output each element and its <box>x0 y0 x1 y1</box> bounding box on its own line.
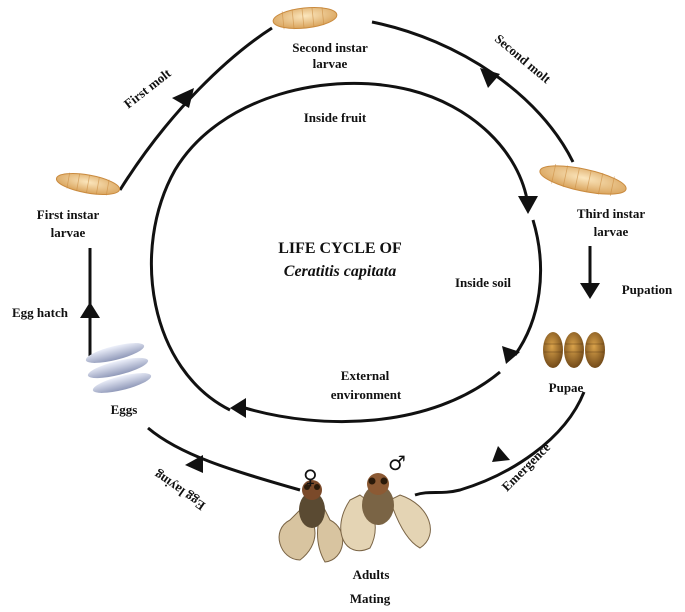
adults-label: Adults <box>353 567 390 582</box>
arrow-egg-laying <box>185 455 203 473</box>
larva-icon <box>539 163 627 197</box>
larva-icon <box>272 7 338 30</box>
arc-adults-to-eggs <box>147 426 301 492</box>
inner-arc-external <box>244 370 501 423</box>
pupation-label: Pupation <box>622 282 673 297</box>
arc-second-to-third <box>371 20 575 163</box>
inner-arrows <box>230 196 538 418</box>
mating-label: Mating <box>350 591 391 606</box>
arrow-second-molt <box>480 68 500 88</box>
larva-icon <box>55 172 121 196</box>
external-label-1: External <box>341 368 390 383</box>
external-label-2: environment <box>331 387 402 402</box>
eggs-label: Eggs <box>111 402 138 417</box>
arrow-external <box>230 398 246 418</box>
third-instar-label-1: Third instar <box>577 206 645 221</box>
arrow-first-molt <box>172 88 194 108</box>
female-symbol: ♀ <box>303 465 318 489</box>
arrow-inside-soil <box>502 346 520 364</box>
title-line1: LIFE CYCLE OF <box>278 240 402 257</box>
inner-cycle <box>149 81 542 423</box>
outer-arrows <box>80 68 600 473</box>
arc-pupae-to-adults <box>414 391 586 497</box>
arc-first-to-second <box>118 26 273 191</box>
emergence-label: Emergence <box>499 439 554 494</box>
inside-soil-label: Inside soil <box>455 275 511 290</box>
pupa-icon <box>543 332 605 368</box>
arrow-egg-hatch <box>80 302 100 318</box>
inner-arc-soil <box>513 219 542 356</box>
outer-cycle <box>88 20 592 497</box>
inner-arc-fruit <box>149 81 530 412</box>
first-molt-label: First molt <box>121 65 174 111</box>
third-instar-label-2: larvae <box>594 224 629 239</box>
first-instar-label-2: larvae <box>51 225 86 240</box>
title-line2: Ceratitis capitata <box>284 263 396 280</box>
inside-fruit-label: Inside fruit <box>304 110 367 125</box>
arrow-pupation <box>580 283 600 299</box>
fly-icon <box>278 473 431 563</box>
second-instar-label-2: larvae <box>313 56 348 71</box>
second-instar-label-1: Second instar <box>292 40 368 55</box>
egg-hatch-label: Egg hatch <box>12 305 69 320</box>
first-instar-label-1: First instar <box>37 207 100 222</box>
male-symbol: ♂ <box>388 451 406 475</box>
arrow-emergence <box>492 446 510 462</box>
egg-icon <box>85 343 152 393</box>
pupae-label: Pupae <box>549 380 584 395</box>
arrow-inside-fruit <box>518 196 538 214</box>
egg-laying-label: Egg laying <box>151 467 208 513</box>
